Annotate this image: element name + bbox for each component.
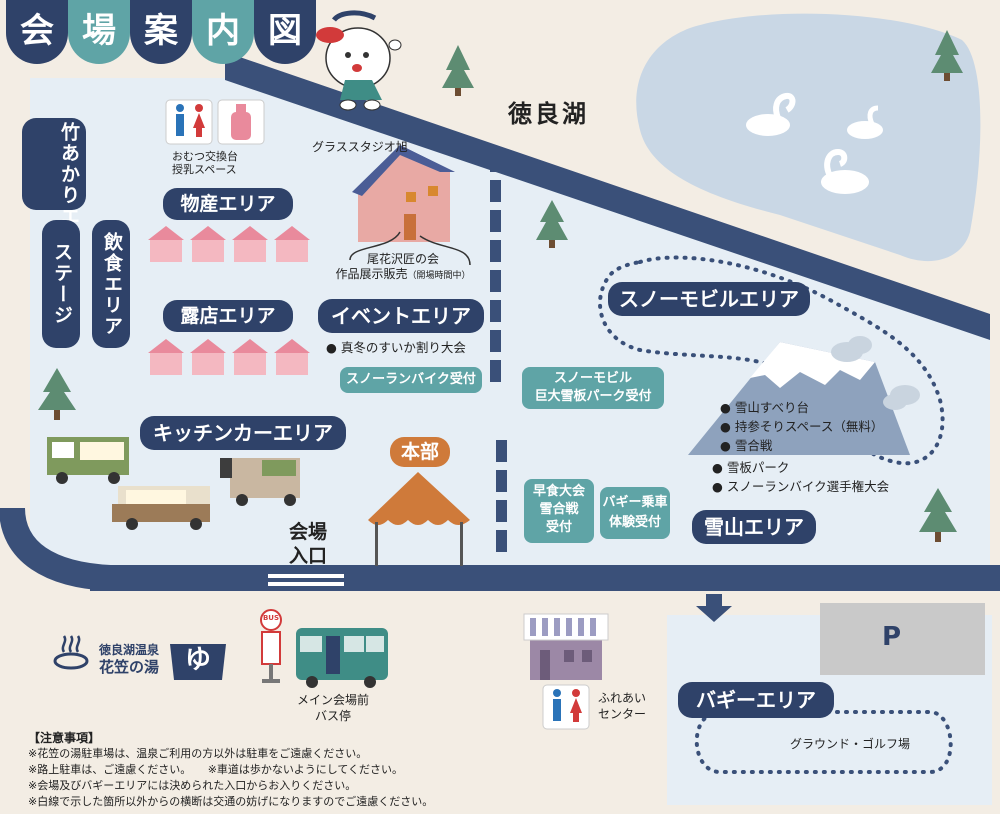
note-item: ※路上駐車は、ご遠慮ください。 ※車道は歩かないようにしてください。 bbox=[28, 763, 404, 776]
snow-item: 雪板パーク bbox=[712, 458, 889, 477]
crosswalk bbox=[490, 150, 507, 552]
main-road bbox=[90, 565, 1000, 591]
onsen-label: 徳良湖温泉花笠の湯 bbox=[99, 643, 160, 676]
onsen-icon bbox=[53, 635, 89, 670]
note-item: ※会場及びバギーエリアには決められた入口からお入りください。 bbox=[28, 779, 357, 792]
note-item: ※白線で示した箇所以外からの横断は交通の妨げになりますのでご遠慮ください。 bbox=[28, 795, 434, 808]
note-item: ※花笠の湯駐車場は、温泉ご利用の方以外は駐車をご遠慮ください。 bbox=[28, 747, 368, 760]
bus-stop-label: メイン会場前バス停 bbox=[296, 693, 369, 723]
snowmobile-course bbox=[598, 255, 945, 466]
title-char: 図 bbox=[254, 0, 316, 64]
takeakari-area-label: 竹あかりエリア bbox=[22, 118, 86, 269]
honbu-tent bbox=[368, 472, 470, 566]
buggy-reception-label: バギー乗車体験受付 bbox=[600, 487, 670, 539]
snowrun-reception-label: スノーランバイク受付 bbox=[340, 367, 482, 393]
roten-area-label: 露店エリア bbox=[163, 300, 293, 332]
cloud-icon bbox=[831, 336, 920, 410]
kitchen-car-area-label: キッチンカーエリア bbox=[140, 416, 346, 450]
glass-studio-building bbox=[349, 145, 471, 266]
snowmobile-reception-label: スノーモビル巨大雪板パーク受付 bbox=[522, 367, 664, 409]
obanazawa-label: 尾花沢匠の会作品展示販売（開場時間中） bbox=[335, 252, 471, 281]
glass-studio-label: グラススタジオ旭 bbox=[312, 140, 408, 154]
baby-bottle-icon bbox=[231, 104, 251, 140]
yu-banner bbox=[170, 644, 226, 680]
yu-sign: ゆ bbox=[184, 645, 211, 675]
buggy-area-label: バギーエリア bbox=[678, 682, 834, 718]
snowmobile-area-label: スノーモビルエリア bbox=[608, 282, 810, 316]
swan-icon bbox=[746, 93, 883, 194]
event-item: 真冬のすいか割り大会 bbox=[326, 338, 466, 357]
parking-sign: P bbox=[882, 622, 902, 652]
title-char: 案 bbox=[130, 0, 192, 64]
toilet-icon-bottom bbox=[553, 689, 582, 722]
bussan-area-label: 物産エリア bbox=[163, 188, 293, 220]
ground-golf-label: グラウンド・ゴルフ場 bbox=[790, 737, 911, 751]
bus-icon bbox=[296, 628, 388, 688]
inshoku-area-label: 飲食エリア bbox=[92, 220, 130, 348]
snow-item: 雪山すべり台 bbox=[720, 398, 883, 417]
event-area-label: イベントエリア bbox=[318, 299, 484, 333]
lake-label: 徳良湖 bbox=[508, 100, 589, 128]
tree-icon bbox=[38, 30, 963, 542]
notes-title: 【注意事項】 bbox=[28, 731, 101, 745]
stage-label: ステージ bbox=[42, 220, 80, 348]
parking-lot bbox=[820, 603, 985, 675]
diagonal-road bbox=[225, 52, 990, 340]
venue-entrance-label: 会場入口 bbox=[288, 521, 327, 567]
arrow-down-icon bbox=[696, 594, 732, 622]
title-char: 会 bbox=[6, 0, 68, 64]
fureai-center-building bbox=[523, 613, 609, 680]
notes-list: ※花笠の湯駐車場は、温泉ご利用の方以外は駐車をご遠慮ください。 ※路上駐車は、ご… bbox=[28, 746, 433, 810]
stall-icon bbox=[148, 226, 310, 375]
bus-stop-sign-icon bbox=[260, 609, 282, 683]
mascot-character bbox=[316, 10, 402, 111]
buggy-course bbox=[694, 710, 953, 774]
toilet-icon bbox=[176, 104, 205, 137]
toilet-sign-bottom bbox=[542, 684, 590, 730]
snow-mountain-list-2: 雪板パーク スノーランバイク選手権大会 bbox=[712, 458, 889, 496]
lake bbox=[636, 13, 981, 262]
snow-item: 雪合戦 bbox=[720, 436, 883, 455]
snow-item: スノーランバイク選手権大会 bbox=[712, 477, 889, 496]
entrance-stripes bbox=[268, 574, 344, 586]
hayagui-reception-label: 早食大会雪合戦受付 bbox=[524, 479, 594, 543]
snow-item: 持参そりスペース（無料） bbox=[720, 417, 884, 436]
title-char: 場 bbox=[68, 0, 130, 64]
kitchen-car-icon bbox=[47, 437, 300, 530]
bus-sign-text: BUS bbox=[262, 614, 280, 622]
snow-mountain-area-label: 雪山エリア bbox=[692, 510, 816, 544]
honbu-label: 本部 bbox=[390, 437, 450, 467]
event-list: 真冬のすいか割り大会 bbox=[326, 338, 466, 357]
nursing-caption: おむつ交換台授乳スペース bbox=[172, 150, 238, 176]
title-char: 内 bbox=[192, 0, 254, 64]
snow-mountain-list: 雪山すべり台 持参そりスペース（無料） 雪合戦 bbox=[720, 398, 884, 455]
fureai-center-label: ふれあいセンター bbox=[598, 691, 647, 721]
toilet-sign bbox=[165, 99, 213, 145]
